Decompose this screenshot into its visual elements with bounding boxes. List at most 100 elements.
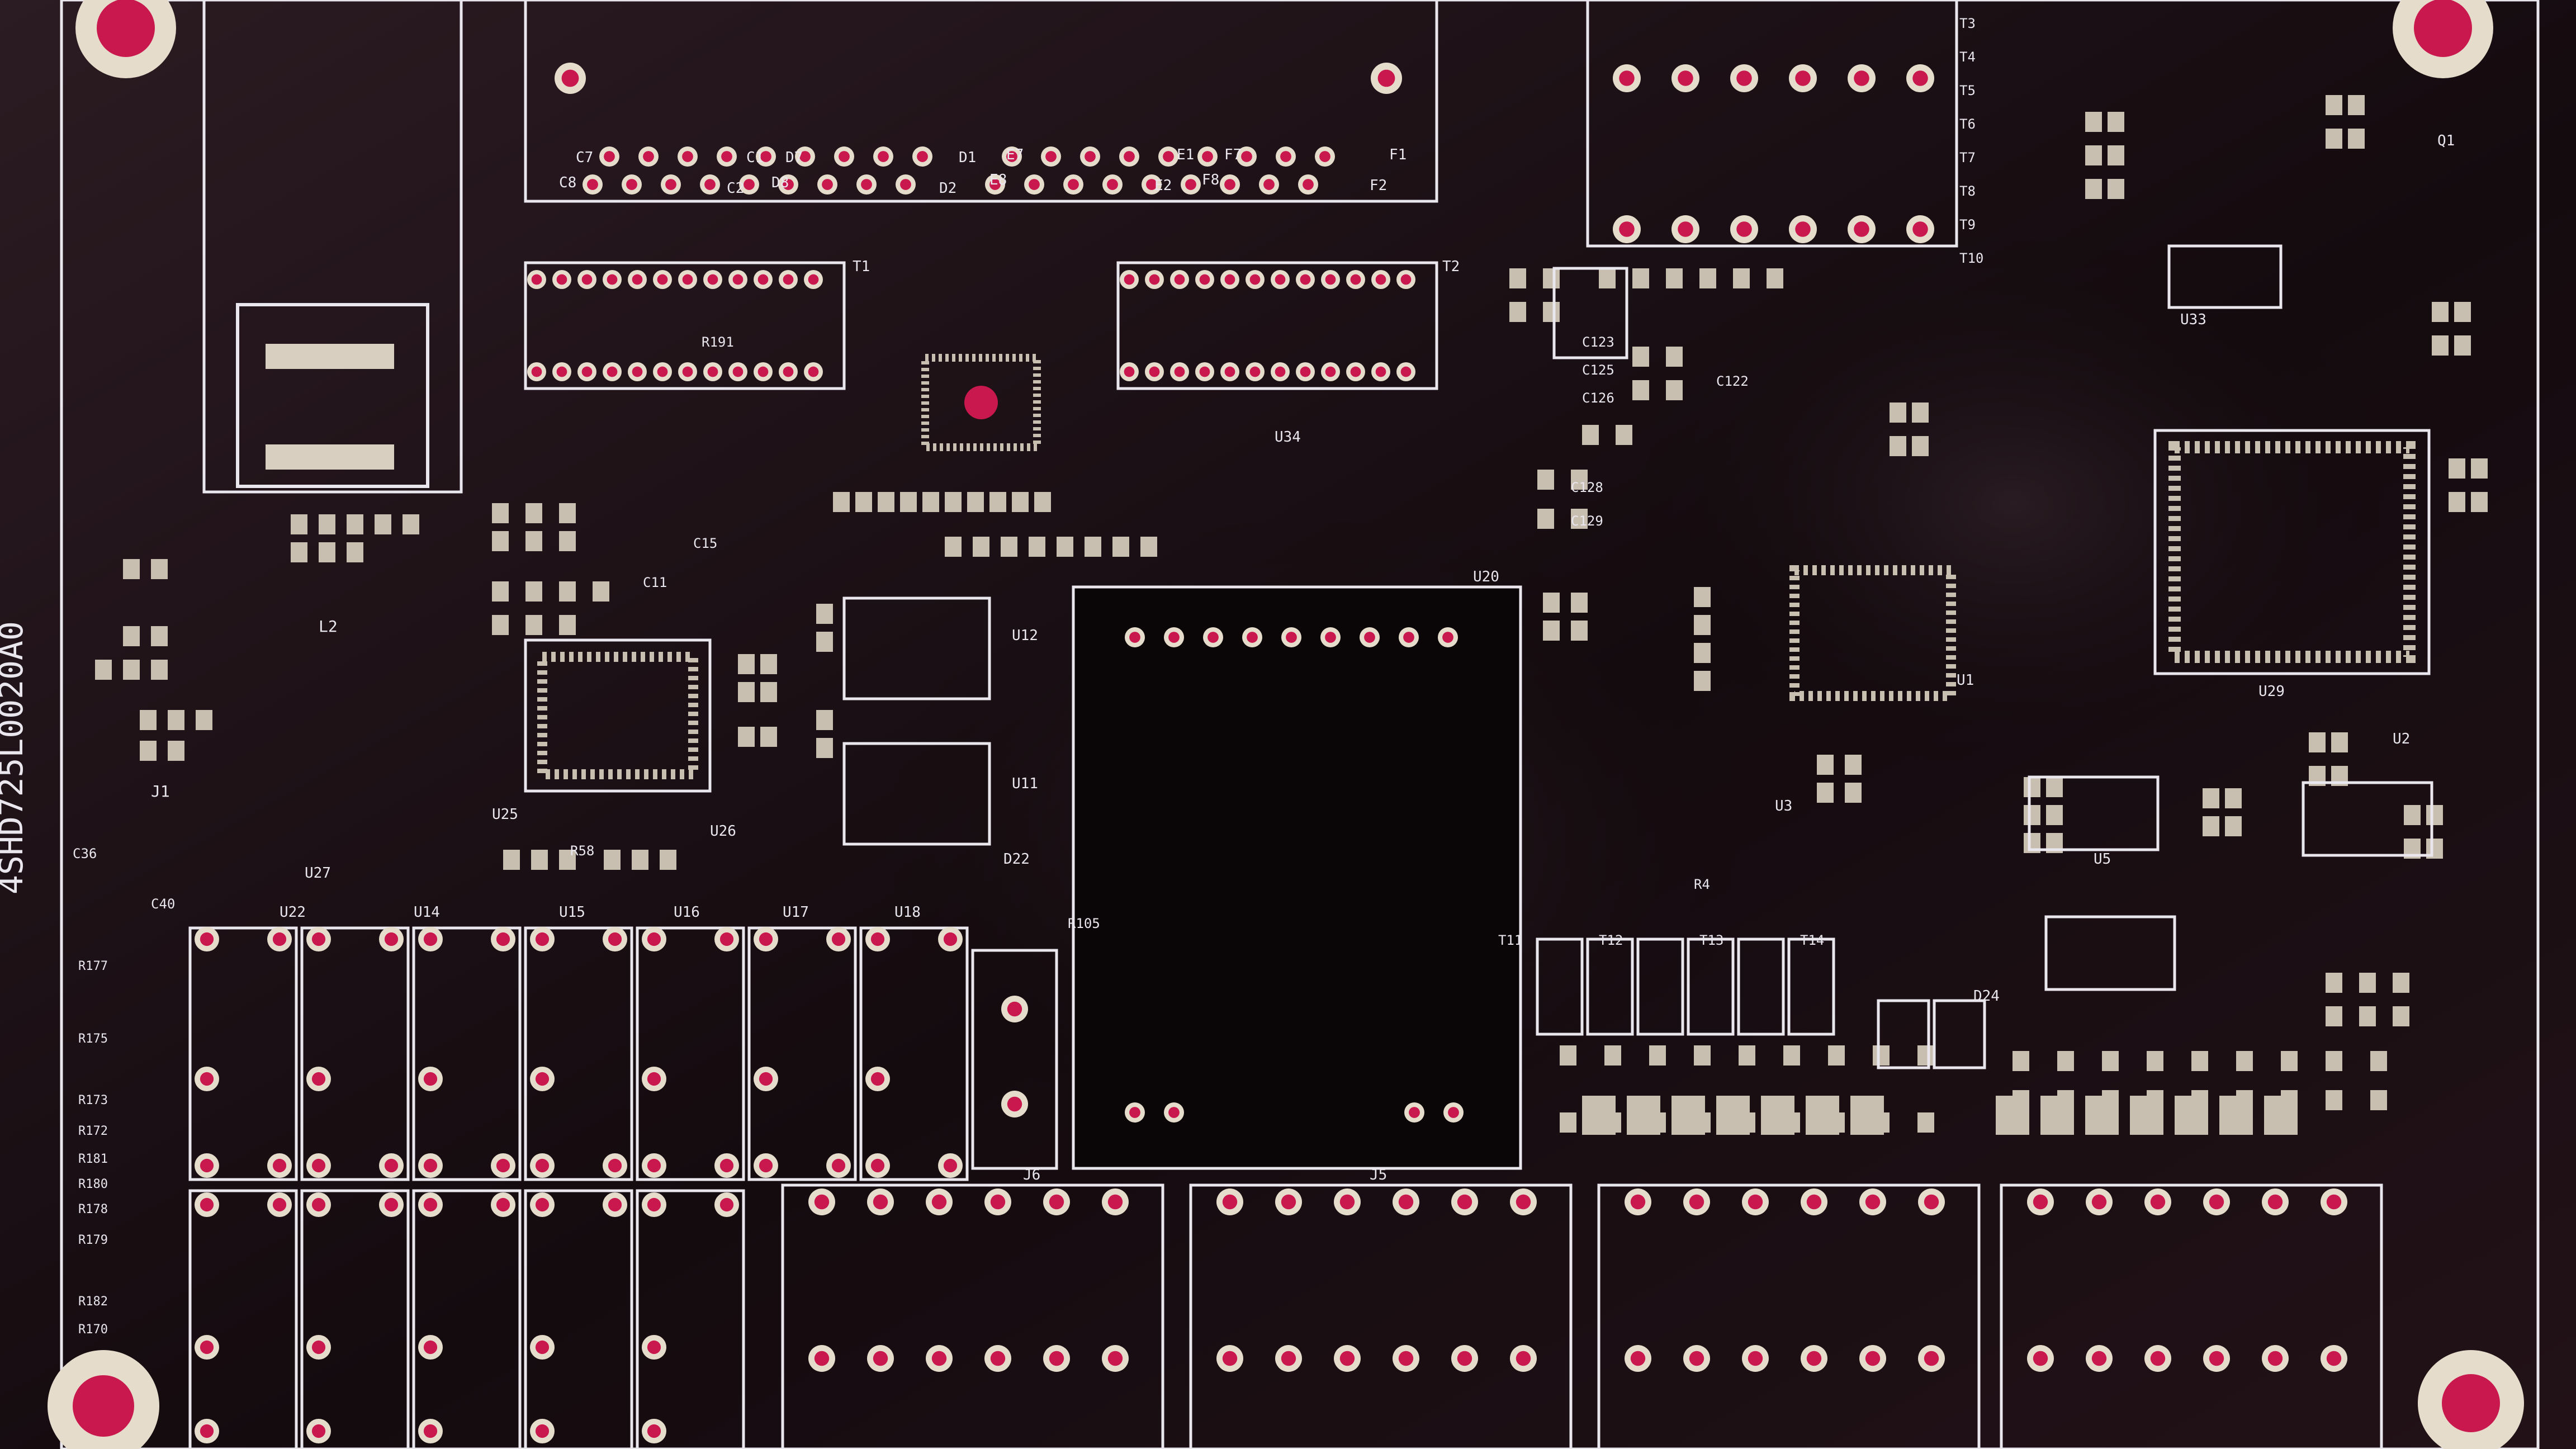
via-hole [1325, 366, 1336, 377]
via-hole [757, 274, 769, 285]
via-hole [707, 274, 718, 285]
via-hole [2033, 1194, 2048, 1210]
via-hole [1249, 274, 1261, 285]
smd-pad [559, 531, 576, 551]
label-t13: T13 [1699, 932, 1723, 948]
via-hole [870, 1072, 885, 1086]
label-t4: T4 [1959, 49, 1976, 65]
via-hole [783, 179, 794, 190]
label-f7: F7 [1224, 146, 1242, 163]
smd-pad [2432, 302, 2449, 322]
smd-pad [1850, 1096, 1884, 1135]
label-r105: R105 [1068, 916, 1100, 931]
smd-pad [1560, 1045, 1576, 1066]
via-hole [531, 366, 542, 377]
silk-outline [1552, 267, 1628, 359]
smd-pad [1112, 537, 1129, 557]
via-hole [1630, 1194, 1646, 1210]
label-u16: U16 [674, 904, 700, 921]
via-hole [719, 1197, 734, 1212]
smd-pad [1873, 1045, 1890, 1066]
smd-pad [1806, 1096, 1839, 1135]
via-hole [1280, 151, 1291, 162]
via-hole [799, 151, 811, 162]
label-u12: U12 [1012, 627, 1038, 644]
via-hole [870, 1158, 885, 1173]
label-j5: J5 [1370, 1167, 1387, 1183]
smd-pad [2326, 1051, 2342, 1071]
via-hole [1224, 366, 1235, 377]
via-hole [1350, 366, 1361, 377]
label-d7: D7 [785, 149, 803, 166]
label-u27: U27 [305, 865, 331, 882]
label-r191: R191 [702, 334, 734, 350]
via-hole [384, 932, 399, 946]
smd-pad [525, 615, 542, 635]
smd-pad [1537, 470, 1554, 490]
label-e8: E8 [989, 172, 1007, 188]
smd-pad [2040, 1096, 2074, 1135]
via-hole [1007, 1096, 1022, 1112]
via-hole [1275, 274, 1286, 285]
via-hole [423, 1072, 438, 1086]
via-hole [1400, 274, 1412, 285]
via-hole [1325, 274, 1336, 285]
smd-pad [531, 850, 548, 870]
via-hole [1029, 179, 1040, 190]
label-u20: U20 [1473, 569, 1499, 585]
via-hole [814, 1194, 830, 1210]
smd-pad [1543, 268, 1560, 288]
smd-pad [2326, 973, 2342, 993]
smd-pad [2370, 1090, 2387, 1110]
smd-pad [2370, 1051, 2387, 1071]
via-hole [311, 1197, 326, 1212]
via-hole [2150, 1351, 2166, 1366]
via-hole [1168, 632, 1180, 643]
via-hole [2267, 1351, 2283, 1366]
via-hole [989, 179, 1001, 190]
smd-pad [525, 581, 542, 602]
smd-pad [2331, 732, 2348, 752]
label-u3: U3 [1775, 798, 1792, 815]
via-hole [272, 1197, 287, 1212]
smd-pad [816, 738, 833, 758]
smd-pad [1694, 1045, 1711, 1066]
via-hole [1409, 1107, 1420, 1118]
label-t7: T7 [1959, 150, 1976, 165]
label-r179: R179 [78, 1233, 108, 1247]
smd-pad [140, 710, 157, 730]
via-hole [1736, 70, 1752, 86]
via-hole [2209, 1194, 2224, 1210]
via-hole [1199, 274, 1210, 285]
label-u1: U1 [1957, 672, 1974, 689]
smd-pad [1828, 1045, 1845, 1066]
smd-pad [559, 581, 576, 602]
smd-pad [2471, 458, 2488, 479]
label-t14: T14 [1800, 932, 1824, 948]
via-hole [535, 932, 550, 946]
via-hole [2091, 1351, 2107, 1366]
via-hole [1185, 179, 1196, 190]
smd-pad [2326, 95, 2342, 115]
smd-pad [1666, 268, 1683, 288]
via-hole [665, 179, 676, 190]
via-hole [200, 1158, 214, 1173]
via-hole [423, 1158, 438, 1173]
via-hole [1286, 632, 1297, 643]
smd-pad [492, 581, 509, 602]
via-hole [1854, 70, 1869, 86]
smd-pad [1917, 1112, 1934, 1133]
via-hole [1107, 1351, 1123, 1366]
smd-pad [1890, 436, 1906, 456]
smd-pad [95, 660, 112, 680]
label-t11: T11 [1498, 932, 1522, 948]
silk-outline [2302, 781, 2433, 857]
via-hole [1107, 179, 1118, 190]
smd-pad [1543, 302, 1560, 322]
via-hole [1124, 274, 1135, 285]
via-hole [831, 932, 846, 946]
label-j6: J6 [1023, 1167, 1040, 1183]
board-outline [60, 0, 2540, 1449]
via-hole [535, 1424, 550, 1438]
via-hole [822, 179, 833, 190]
